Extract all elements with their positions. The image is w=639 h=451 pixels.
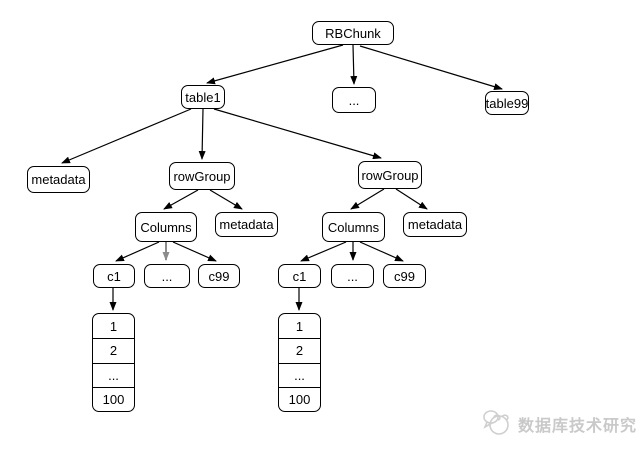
node-tables-ellipsis: ... — [332, 87, 376, 113]
watermark: 数据库技术研究 — [482, 408, 637, 440]
stack-cell: 1 — [109, 318, 118, 334]
node-metadata-rowgroup1: metadata — [215, 212, 278, 237]
stack-cell: 100 — [279, 386, 320, 411]
tree-edge-arrow — [350, 188, 385, 210]
node-metadata-table1: metadata — [27, 166, 90, 193]
node-table99: table99 — [485, 91, 529, 115]
node-c99-2: c99 — [383, 264, 426, 288]
tree-edges — [61, 44, 503, 311]
node-c1-1: c1 — [93, 264, 135, 288]
node-metadata-rowgroup2: metadata — [403, 212, 467, 237]
tree-edge-arrow — [61, 108, 192, 164]
node-c1-2: c1 — [278, 264, 321, 288]
node-columns-1: Columns — [135, 212, 197, 242]
tree-edge-arrow — [350, 44, 358, 85]
tree-edge-arrow — [213, 108, 382, 160]
node-rbchunk: RBChunk — [312, 21, 394, 45]
node-cols-ellipsis-2: ... — [331, 264, 374, 288]
tree-edge-arrow — [359, 45, 503, 91]
tree-edge-arrow — [163, 189, 199, 210]
stack-cell: 1 — [295, 318, 304, 334]
tree-edge-arrow — [172, 241, 217, 262]
stack-cell: 2 — [93, 338, 134, 362]
watermark-text: 数据库技术研究 — [518, 418, 638, 435]
stack-cell: 100 — [93, 386, 134, 411]
tree-edge-arrow — [198, 108, 206, 160]
stack-values-1: 1 2...100 — [92, 313, 135, 413]
tree-edge-arrow — [359, 241, 404, 262]
tree-edge-arrow — [395, 188, 428, 210]
node-columns-2: Columns — [322, 212, 385, 242]
watermark-logo-icon — [483, 410, 509, 435]
tree-edge-arrow — [209, 189, 243, 210]
stack-values-2: 1 2...100 — [278, 313, 321, 413]
tree-edge-arrow — [300, 241, 347, 262]
node-rowgroup-2: rowGroup — [358, 161, 422, 189]
node-cols-ellipsis-1: ... — [144, 264, 190, 288]
tree-edge-arrow — [206, 44, 344, 85]
node-c99-1: c99 — [198, 264, 240, 288]
node-table1: table1 — [181, 85, 225, 109]
stack-cell: ... — [93, 362, 134, 387]
tree-edge-arrow — [115, 241, 160, 262]
stack-cell: 2 — [279, 338, 320, 362]
node-rowgroup-1: rowGroup — [169, 162, 235, 190]
stack-cell: ... — [279, 362, 320, 387]
